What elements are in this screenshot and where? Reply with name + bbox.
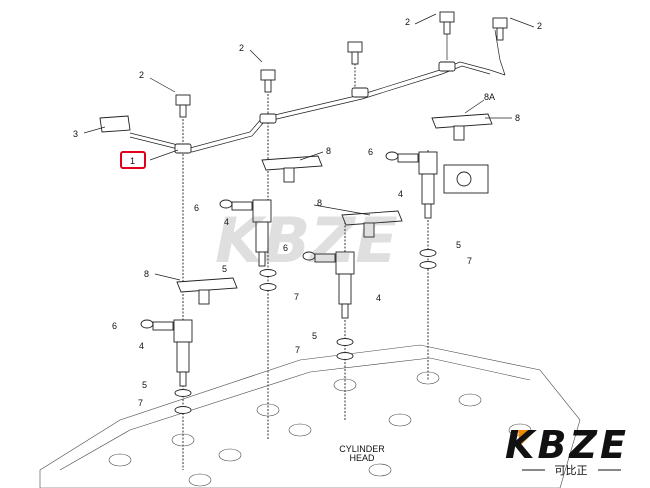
bolt-shank xyxy=(351,51,359,65)
injector-body xyxy=(418,151,438,175)
cylinder-head-label: CYLINDER xyxy=(339,444,385,454)
callout-7: 7 xyxy=(294,292,299,302)
watermark-text: KBZE xyxy=(215,204,398,277)
seal-ring xyxy=(219,199,233,209)
callout-5: 5 xyxy=(142,380,147,390)
callout-6: 6 xyxy=(368,147,373,157)
bolt-shank xyxy=(264,79,272,93)
bracket-8a xyxy=(443,164,489,194)
callout-3: 3 xyxy=(73,129,78,139)
callout-1: 1 xyxy=(130,156,135,166)
callout-8: 8 xyxy=(515,113,520,123)
callout-2: 2 xyxy=(139,70,144,80)
clamp-bolt xyxy=(283,167,295,183)
callout-6: 6 xyxy=(194,203,199,213)
callout-4: 4 xyxy=(376,293,381,303)
injector-inlet xyxy=(231,201,253,211)
head-bore xyxy=(458,393,482,407)
callout-7: 7 xyxy=(138,398,143,408)
injector-nozzle xyxy=(424,203,432,219)
bolt-shank xyxy=(443,21,451,35)
tube-nut xyxy=(351,87,369,98)
tube-nut xyxy=(259,113,277,124)
callout-2: 2 xyxy=(537,21,542,31)
clamp-bolt xyxy=(363,222,375,238)
injector-barrel xyxy=(421,173,435,205)
clamp xyxy=(99,115,131,133)
bolt-head xyxy=(175,94,191,106)
washer xyxy=(336,352,354,360)
injector-barrel xyxy=(176,341,190,373)
washer xyxy=(174,406,192,414)
bolt-head xyxy=(260,69,276,81)
head-bore xyxy=(288,423,312,437)
callout-2: 2 xyxy=(239,43,244,53)
bolt-head xyxy=(347,41,363,53)
callout-8: 8 xyxy=(317,198,322,208)
injector-nozzle xyxy=(341,303,349,319)
bolt-shank xyxy=(179,104,187,118)
washer xyxy=(419,249,437,257)
washer xyxy=(174,389,192,397)
head-bore xyxy=(368,463,392,477)
cylinder-head xyxy=(39,344,581,488)
washer xyxy=(259,283,277,291)
callout-5: 5 xyxy=(312,331,317,341)
injector-body xyxy=(173,319,193,343)
bolt-head xyxy=(439,11,455,23)
callout-2: 2 xyxy=(405,17,410,27)
logo-text: KBZE xyxy=(505,423,629,467)
callout-7: 7 xyxy=(467,256,472,266)
bracket-hole xyxy=(456,171,472,187)
logo-subtitle: 可比正 xyxy=(555,464,588,477)
callout-1-highlight xyxy=(120,151,146,169)
callout-5: 5 xyxy=(456,240,461,250)
clamp-bolt xyxy=(198,289,210,305)
callout-4: 4 xyxy=(398,189,403,199)
injector-inlet xyxy=(397,153,419,163)
head-bore xyxy=(108,453,132,467)
callout-labels: 2 2 2 2 2 3 1 8A 8 8 8 8 6 6 6 6 4 4 4 4… xyxy=(73,17,542,463)
cylinder-head-label: HEAD xyxy=(349,453,375,463)
head-bore xyxy=(218,448,242,462)
callout-6: 6 xyxy=(283,243,288,253)
hold-down-clamp xyxy=(176,277,238,293)
seal-ring xyxy=(140,319,154,329)
seal-ring xyxy=(302,251,316,261)
hold-down-clamp xyxy=(341,210,403,226)
tube-nut xyxy=(174,143,192,154)
callout-8: 8 xyxy=(326,146,331,156)
hold-down-clamp xyxy=(261,155,323,171)
callout-6: 6 xyxy=(112,321,117,331)
injector-inlet xyxy=(152,321,174,331)
washer xyxy=(336,338,354,346)
callout-4: 4 xyxy=(224,217,229,227)
callout-8a: 8A xyxy=(484,92,495,102)
washer xyxy=(259,269,277,277)
callout-5: 5 xyxy=(222,264,227,274)
clamp-bolt xyxy=(453,125,465,141)
injector-nozzle xyxy=(179,371,187,387)
hold-down-clamp xyxy=(431,113,493,129)
washer xyxy=(419,261,437,269)
leader-lines xyxy=(83,13,535,281)
callout-7: 7 xyxy=(295,345,300,355)
bolt-shank xyxy=(496,27,504,41)
injector-inlet xyxy=(314,253,336,263)
kbze-logo: KBZE 可比正 xyxy=(505,423,629,477)
tube-nut xyxy=(438,61,456,72)
callout-4: 4 xyxy=(139,341,144,351)
bolt-head xyxy=(492,17,508,29)
seal-ring xyxy=(385,151,399,161)
head-bore xyxy=(388,413,412,427)
injector-nozzle xyxy=(258,251,266,267)
head-bore xyxy=(188,473,212,487)
injector-barrel xyxy=(338,273,352,305)
callout-8: 8 xyxy=(144,269,149,279)
center-watermark: KBZE xyxy=(215,204,398,277)
